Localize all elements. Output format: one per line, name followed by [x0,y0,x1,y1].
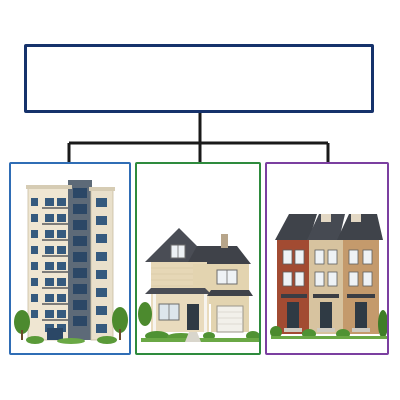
townhouse-row-icon [270,214,387,339]
single-family-house-icon [138,228,259,342]
child-node-apartment [9,162,131,355]
child-node-townhouse [265,162,389,355]
child-node-house [135,162,261,355]
apartment-building-icon [14,180,128,344]
root-node-box [24,44,374,113]
